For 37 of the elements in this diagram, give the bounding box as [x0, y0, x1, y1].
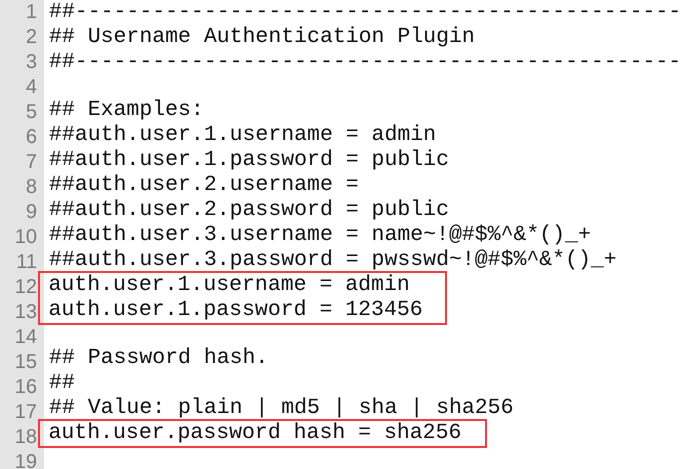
line-number: 12 [14, 275, 38, 300]
code-line: ## Examples: [49, 98, 204, 122]
code-line: ##----------------------------------------------- [49, 0, 682, 24]
line-number: 16 [14, 375, 38, 400]
code-line: ##auth.user.1.username = admin [49, 123, 436, 147]
line-number: 18 [14, 425, 38, 450]
code-line: ##auth.user.3.password = pwsswd~!@#$%^&*()_+ [49, 248, 617, 272]
code-line: ##auth.user.3.username = name~!@#$%^&*()_+ [49, 223, 591, 247]
line-number: 6 [24, 125, 38, 150]
highlight-box [38, 419, 487, 448]
code-line: ##----------------------------------------------- [49, 50, 682, 74]
code-line: auth.user.1.password = 123456 [48, 298, 423, 322]
code-line: ##auth.user.2.password = public [49, 198, 449, 222]
line-number: 5 [24, 100, 38, 125]
code-line: ##auth.user.2.username = [49, 173, 359, 197]
code-line: ##auth.user.1.password = public [49, 148, 449, 172]
line-number: 17 [14, 400, 38, 425]
code-line: auth.user.1.username = admin [48, 273, 410, 297]
line-number: 8 [24, 175, 38, 200]
line-number: 19 [14, 450, 38, 469]
code-line: ## Username Authentication Plugin [49, 25, 475, 49]
code-line: auth.user.password hash = sha256 [48, 421, 462, 445]
highlight-box [38, 271, 447, 325]
code-line: ## Value: plain | md5 | sha | sha256 [49, 396, 514, 420]
line-number: 3 [24, 50, 38, 75]
line-number: 1 [24, 0, 38, 25]
line-number: 13 [14, 300, 38, 325]
code-line: ## Password hash. [49, 346, 268, 370]
line-number: 4 [24, 75, 38, 100]
line-number: 11 [15, 250, 38, 275]
line-number: 14 [14, 325, 38, 350]
line-number: 7 [24, 150, 38, 175]
line-number: 9 [24, 200, 38, 225]
line-number: 2 [24, 25, 38, 50]
line-number: 15 [14, 350, 38, 375]
code-line: ## [49, 371, 75, 395]
line-number: 10 [14, 225, 38, 250]
